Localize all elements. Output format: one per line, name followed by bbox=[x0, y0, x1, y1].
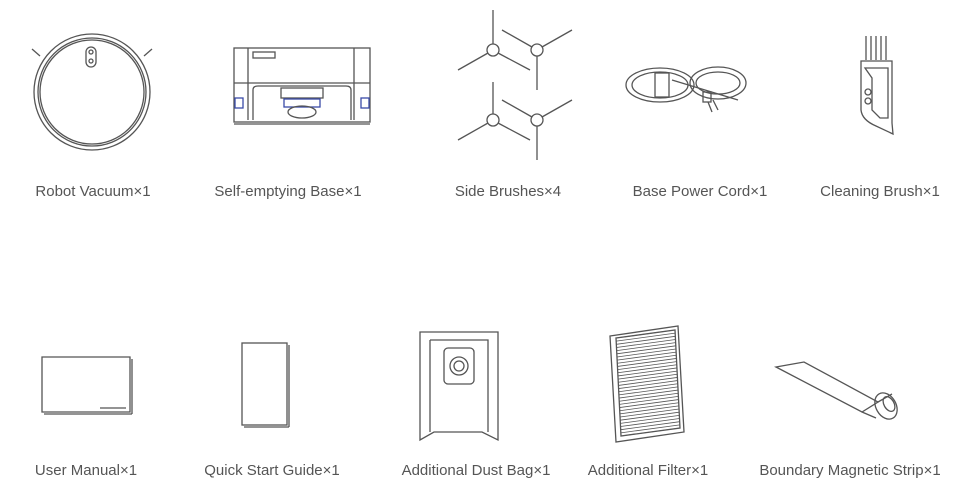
filter-pleat bbox=[616, 348, 677, 358]
filter-pleat bbox=[620, 414, 680, 424]
item-label: Additional Dust Bag×1 bbox=[401, 462, 551, 479]
filter-pleat bbox=[617, 358, 677, 367]
filter-pleat bbox=[616, 332, 676, 342]
filter-pleat bbox=[619, 408, 680, 418]
item-label: Boundary Magnetic Strip×1 bbox=[759, 462, 941, 479]
filter-pleat bbox=[617, 367, 677, 377]
item-label: Quick Start Guide×1 bbox=[204, 462, 340, 479]
filter-pleat bbox=[619, 399, 679, 408]
item-label: Additional Filter×1 bbox=[587, 462, 709, 479]
item-label: Side Brushes×4 bbox=[454, 183, 562, 200]
filter-pleat bbox=[617, 361, 677, 371]
filter-pleat bbox=[618, 377, 678, 386]
filter-pleat bbox=[619, 405, 679, 415]
filter-pleat bbox=[620, 411, 680, 421]
item-label: Robot Vacuum×1 bbox=[35, 183, 151, 200]
filter-pleat bbox=[615, 329, 676, 339]
filter-pleat bbox=[620, 421, 680, 431]
filter-pleat bbox=[617, 364, 677, 374]
filter-pleat bbox=[616, 345, 676, 355]
item-label: User Manual×1 bbox=[34, 462, 138, 479]
filter-pleat bbox=[620, 418, 680, 427]
filter-pleat bbox=[616, 339, 676, 348]
filter-pleat bbox=[620, 427, 681, 437]
filter-pleat bbox=[619, 395, 679, 405]
filter-pleat bbox=[618, 380, 678, 389]
filter-pleat bbox=[617, 354, 677, 364]
filter-pleat bbox=[617, 351, 677, 361]
filter-pleat bbox=[618, 373, 678, 383]
filter-pleat bbox=[619, 402, 679, 412]
item-label: Cleaning Brush×1 bbox=[820, 183, 940, 200]
item-label: Base Power Cord×1 bbox=[632, 183, 768, 200]
item-label: Self-emptying Base×1 bbox=[214, 183, 362, 200]
filter-pleat bbox=[618, 383, 678, 393]
filter-pleat bbox=[616, 342, 676, 352]
filter-pleat bbox=[616, 335, 676, 345]
filter-pleat bbox=[620, 424, 680, 434]
filter-pleat bbox=[618, 386, 678, 396]
filter-pleat bbox=[619, 392, 679, 402]
filter-pleat bbox=[618, 370, 678, 380]
filter-pleat bbox=[619, 389, 679, 399]
